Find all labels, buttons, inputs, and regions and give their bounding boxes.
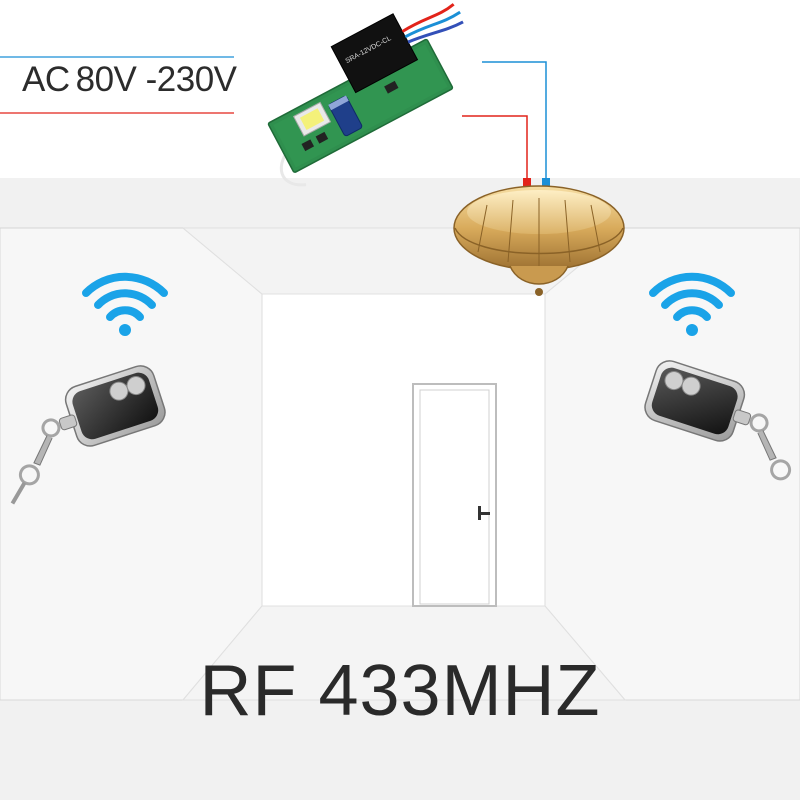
fob-button-b — [126, 376, 146, 396]
fob-button-b — [681, 376, 701, 396]
output-wire-red — [462, 115, 528, 185]
frequency-label: RF 433MHZ — [199, 651, 601, 731]
wifi-signal-icon — [649, 272, 735, 336]
remote-key-fob-icon — [644, 360, 792, 481]
pcb-board — [267, 38, 454, 173]
ceiling-lamp-icon — [453, 185, 625, 296]
wifi-signal-icon — [82, 272, 168, 336]
output-wire-blue — [482, 61, 547, 185]
key-ring — [749, 413, 769, 433]
voltage-range: 80V -230V — [75, 60, 237, 99]
door-handle — [478, 506, 481, 520]
door-icon — [412, 383, 497, 607]
voltage-prefix: AC — [22, 60, 70, 99]
relay-module-icon: SRA-12VDC-CL — [267, 3, 464, 187]
back-wall — [261, 293, 546, 607]
floor — [181, 605, 627, 701]
key-ring — [41, 418, 61, 438]
door-panel — [419, 389, 490, 605]
remote-key-fob-icon — [10, 365, 166, 505]
